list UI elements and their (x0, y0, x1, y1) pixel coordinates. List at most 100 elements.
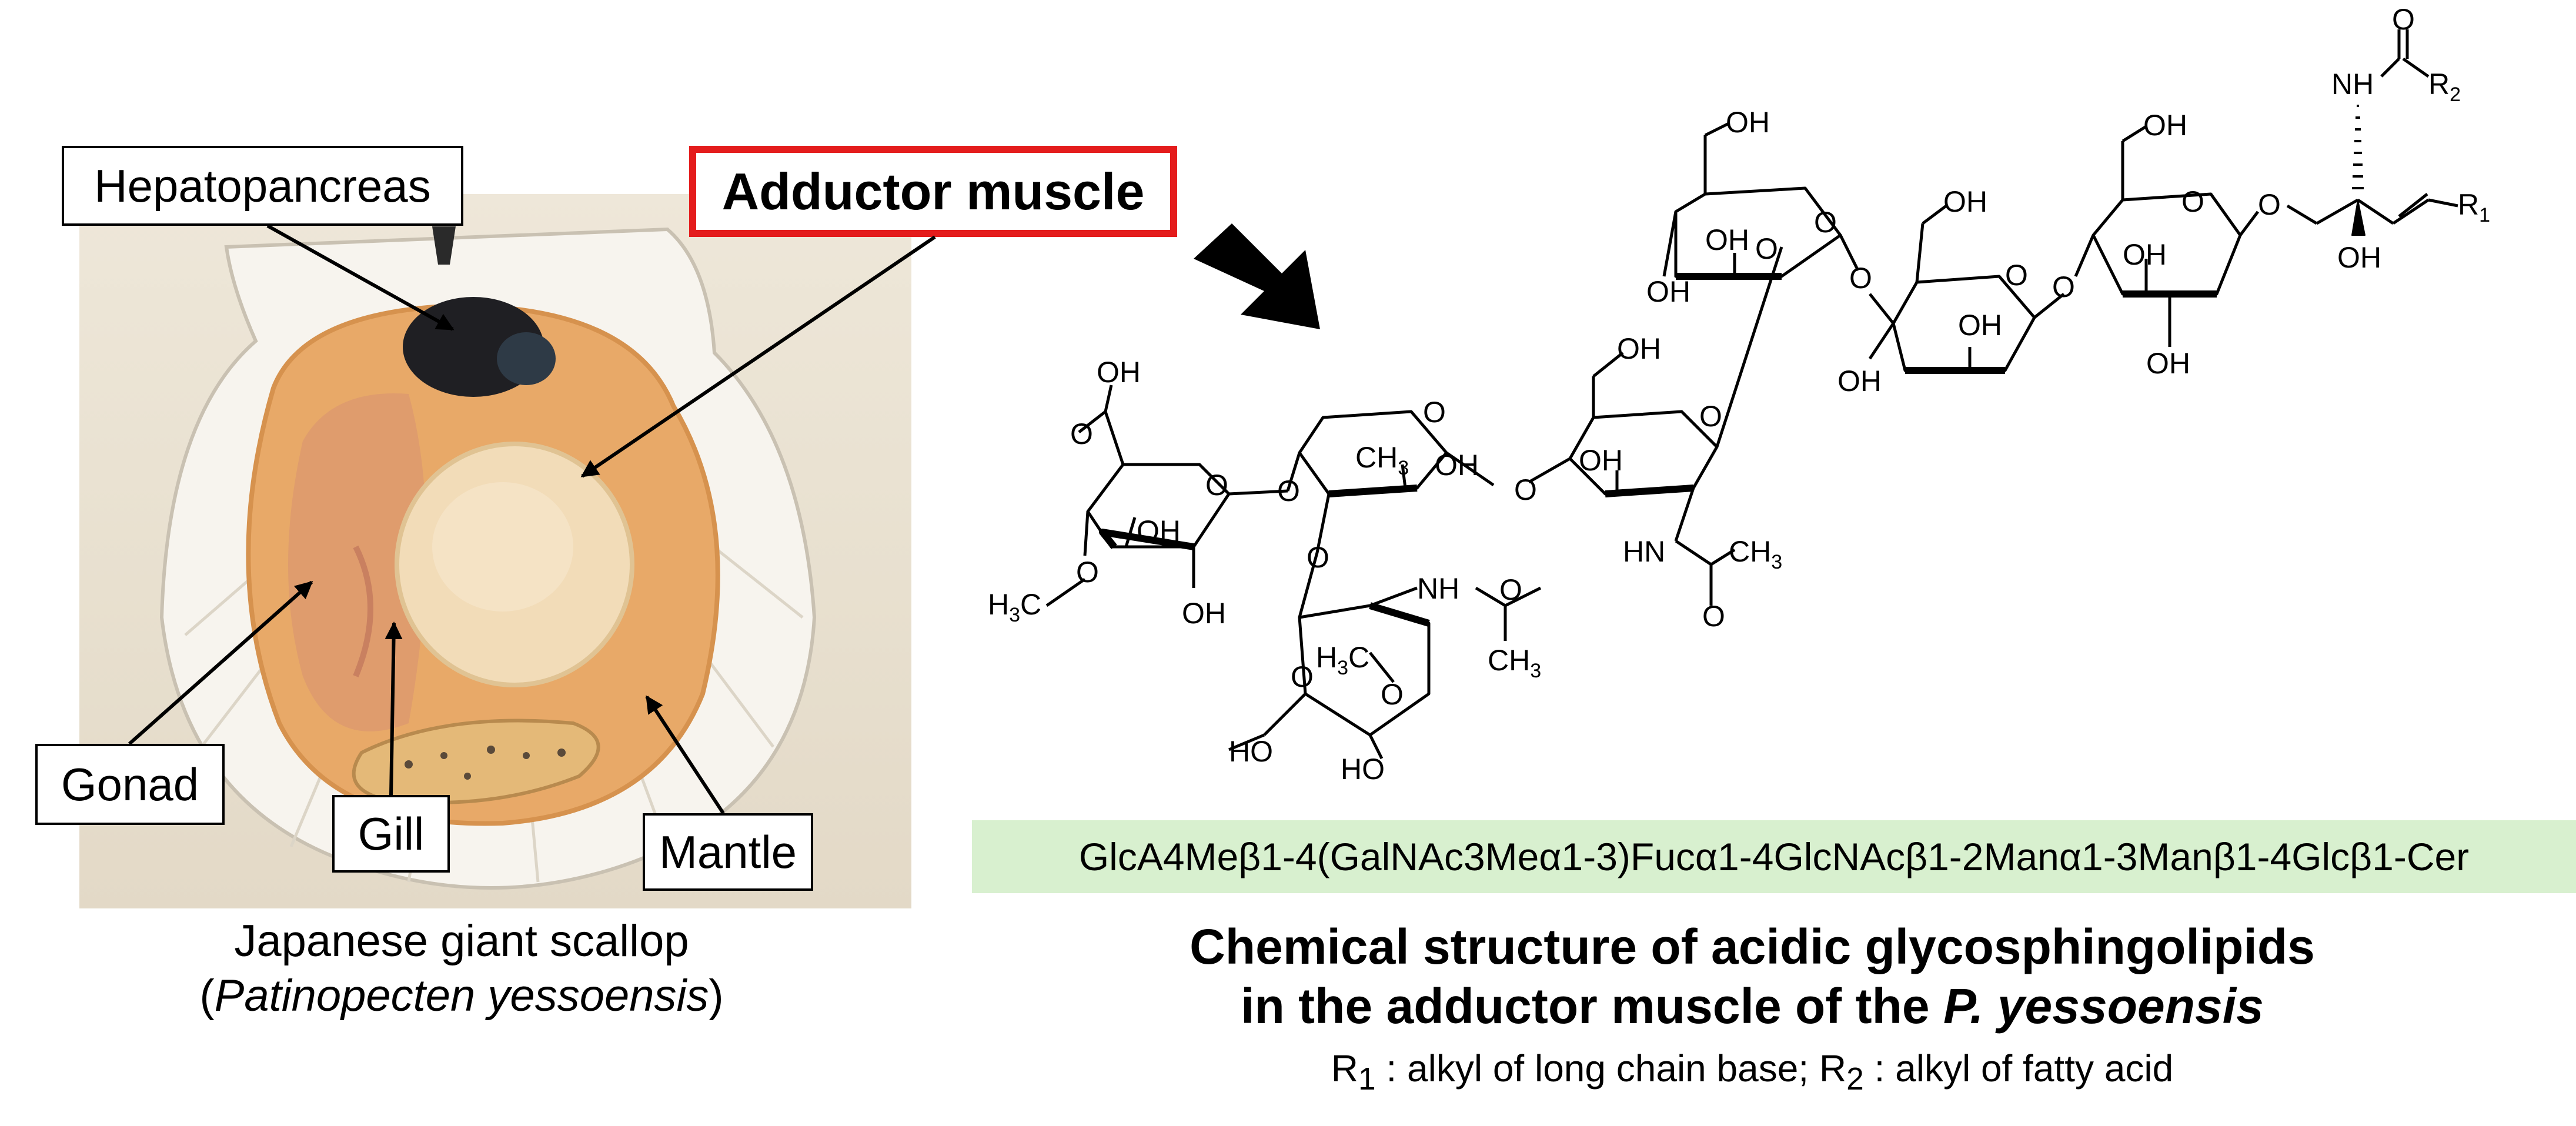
arrow-gonad (128, 580, 313, 746)
label-o-link4: O (1849, 262, 1872, 295)
subcaption-r1-sub: 1 (1358, 1061, 1376, 1097)
label-o-ring3: O (1291, 660, 1314, 693)
arrow-gill (385, 622, 403, 796)
callout-mantle: Mantle (643, 813, 813, 891)
figure-title: Chemical structure of acidic glycosphing… (1000, 917, 2505, 1036)
caption-paren-close: ) (709, 970, 724, 1021)
label-oh-ring1b: OH (1182, 597, 1226, 630)
label-oh-ring6: OH (1943, 185, 1987, 218)
label-oh-ring7c: OH (2146, 347, 2190, 380)
ceramide (2286, 29, 2458, 236)
label-nh-galnac: NH (1417, 572, 1459, 605)
subcaption-r1: R (1331, 1047, 1358, 1090)
glycan-sequence: GlcA4Meβ1-4(GalNAc3Meα1-3)Fucα1-4GlcNAcβ… (1078, 835, 2470, 878)
label-h3c-galnac: H3C (1316, 641, 1369, 679)
label-oh-ring5c: OH (1646, 275, 1690, 308)
label-oh-ceramide: OH (2337, 241, 2381, 274)
label-o-acetyl1: O (1499, 573, 1522, 606)
title-line2: in the adductor muscle of the P. yessoen… (1000, 977, 2505, 1036)
label-nh-ceramide: NH (2331, 68, 2374, 101)
label-o-ring7: O (2181, 185, 2204, 218)
photo-caption-line2: (Patinopecten yessoensis) (79, 969, 844, 1024)
label-o-carboxyl: O (1070, 417, 1093, 450)
subcaption-r2-sub: 2 (1846, 1061, 1864, 1097)
callout-hepatopancreas: Hepatopancreas (62, 146, 463, 226)
label-o-ring1: O (1205, 469, 1228, 502)
label-r1: R1 (2458, 188, 2490, 226)
ring-glca4me (1045, 385, 1288, 607)
species-name: Patinopecten yessoensis (214, 970, 709, 1021)
scallop-photo (79, 194, 911, 908)
photo-caption: Japanese giant scallop (Patinopecten yes… (79, 914, 844, 1023)
ring-man-beta (1868, 205, 2065, 374)
arrow-hepatopancreas (266, 224, 455, 331)
ring-galnac3me (1228, 552, 1542, 760)
callout-gill: Gill (332, 795, 450, 873)
figure-subcaption: R1 : alkyl of long chain base; R2 : alky… (1000, 1047, 2505, 1097)
title-line2-start: in the adductor muscle of the (1241, 978, 1943, 1034)
subcaption-r1-text: : alkyl of long chain base; (1375, 1047, 1819, 1090)
gonad-specks (405, 746, 566, 780)
label-oh-ring1: OH (1137, 514, 1181, 547)
ring-man-alpha (1662, 122, 1860, 280)
label-oh-carboxyl: OH (1097, 356, 1141, 389)
callout-gill-label: Gill (358, 808, 425, 860)
callout-adductor-muscle-label: Adductor muscle (721, 162, 1145, 220)
scallop-illustration (159, 226, 817, 890)
label-oh-ring4: OH (1617, 332, 1661, 365)
label-oh-ring6c: OH (1837, 365, 1882, 397)
callout-adductor-muscle: Adductor muscle (689, 146, 1177, 237)
label-oh-ring6b: OH (1958, 309, 2002, 342)
pointer-arrow-icon (1194, 223, 1320, 329)
label-hn-glcnac: HN (1623, 535, 1665, 568)
callout-gonad: Gonad (35, 744, 225, 825)
label-o-methoxy: O (1076, 556, 1099, 589)
arrow-mantle (645, 695, 725, 814)
label-oh-ring5b: OH (1705, 223, 1749, 256)
label-o-ring6: O (2005, 259, 2028, 292)
callout-mantle-label: Mantle (659, 826, 797, 878)
callout-hepatopancreas-label: Hepatopancreas (94, 160, 431, 212)
label-o-amide: O (2392, 3, 2415, 36)
ring-glcnac (1528, 246, 1783, 606)
label-oh-ring2: OH (1435, 449, 1479, 482)
title-species: P. yessoensis (1943, 978, 2264, 1034)
label-o-ring5: O (1814, 206, 1837, 239)
label-o-link2: O (1307, 541, 1329, 574)
arrow-adductor (580, 235, 936, 478)
ring-fuc (1286, 410, 1495, 553)
label-o-methoxy2: O (1381, 678, 1404, 711)
caption-paren-open: ( (199, 970, 215, 1021)
photo-caption-line1: Japanese giant scallop (234, 916, 689, 966)
label-o-ring2: O (1423, 396, 1446, 429)
label-o-bridge: O (1755, 232, 1778, 265)
label-o-ring4: O (1699, 400, 1722, 433)
label-oh-ring7: OH (2143, 109, 2187, 142)
chemical-structure: O OH O OH O H3C OH O O CH3 OH O NH O CH3… (988, 3, 2490, 786)
label-oh-ring5: OH (1726, 106, 1770, 139)
label-o-ceramide: O (2258, 188, 2281, 221)
label-o-acetyl2: O (1702, 600, 1725, 633)
label-o-link1: O (1277, 475, 1300, 507)
label-oh-ring4b: OH (1579, 444, 1623, 477)
label-ho-ring3b: HO (1341, 753, 1385, 786)
label-ch3-acetyl2: CH3 (1729, 535, 1782, 573)
gill (288, 393, 426, 731)
label-ch3-fuc: CH3 (1355, 441, 1409, 479)
label-r2: R2 (2428, 68, 2461, 106)
label-oh-ring7b: OH (2123, 238, 2167, 271)
subcaption-r2-text: : alkyl of fatty acid (1863, 1047, 2174, 1090)
atom-labels: O OH O OH O H3C OH O O CH3 OH O NH O CH3… (988, 3, 2490, 786)
sequence-banner: GlcA4Meβ1-4(GalNAc3Meα1-3)Fucα1-4GlcNAcβ… (972, 820, 2576, 893)
label-ho-ring3: HO (1229, 735, 1273, 768)
label-h3c-methoxy: H3C (988, 588, 1041, 626)
subcaption-r2: R (1819, 1047, 1847, 1090)
label-o-link5: O (2052, 270, 2075, 303)
hinge-ligament (432, 226, 456, 265)
label-ch3-acetyl1: CH3 (1488, 644, 1541, 682)
callout-gonad-label: Gonad (61, 759, 199, 810)
title-line1: Chemical structure of acidic glycosphing… (1190, 919, 2315, 974)
ring-glc (2074, 125, 2259, 347)
label-o-link3: O (1514, 473, 1537, 506)
